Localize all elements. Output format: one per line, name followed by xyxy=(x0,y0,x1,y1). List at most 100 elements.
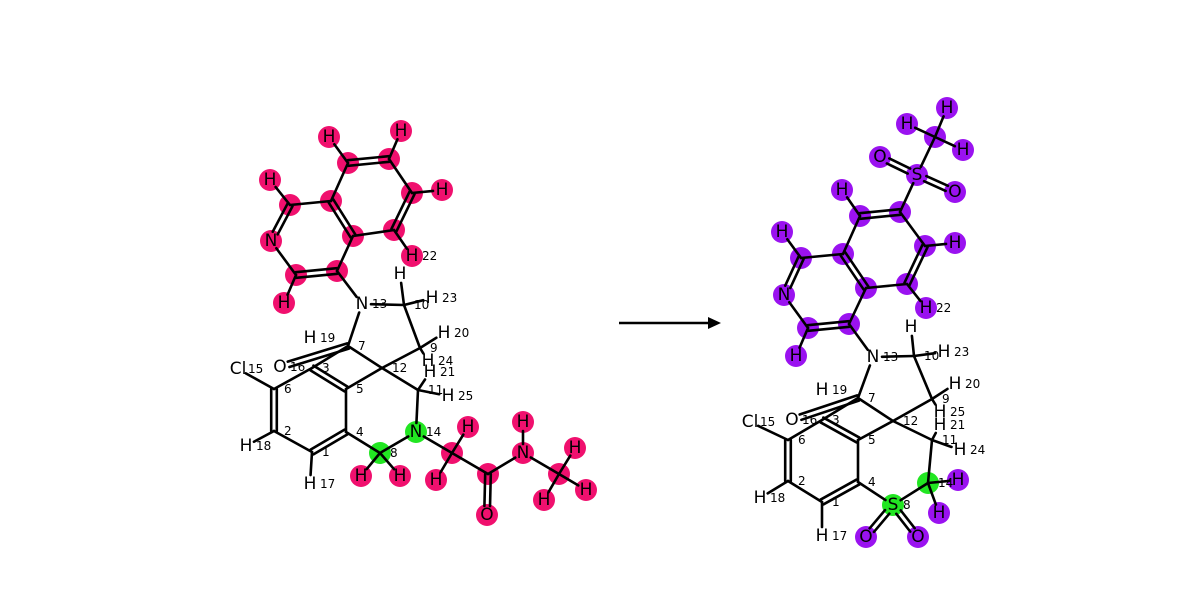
reactant-index-r_c4: 4 xyxy=(356,425,364,439)
product-bond-15 xyxy=(891,419,934,442)
product-bond-12 xyxy=(856,419,895,442)
reactant-index-r_cl15: 15 xyxy=(248,362,263,376)
reactant-bond-41-a xyxy=(294,266,339,274)
reactant-bond-38 xyxy=(557,472,580,487)
reactant-index-r_h21: 21 xyxy=(440,365,455,379)
reactant-bond-0 xyxy=(272,429,314,454)
product-bond-25 xyxy=(899,481,930,502)
reactant-index-r_h22: 22 xyxy=(422,249,437,263)
product-bond-39-b xyxy=(903,243,924,285)
reactant-bond-27 xyxy=(365,451,382,471)
product-index-p_o16: 16 xyxy=(802,413,817,427)
reactant-index-r_c3: 3 xyxy=(322,361,330,375)
product-bond-34-a xyxy=(789,257,805,290)
reactant-bond-28 xyxy=(378,451,396,471)
product-atom-p_h14b: H xyxy=(933,503,946,523)
reactant-bond-39 xyxy=(547,472,561,494)
product-bonds xyxy=(756,115,957,534)
product-bond-38 xyxy=(864,282,909,290)
product-bond-27-a xyxy=(868,508,887,530)
reactant-bond-54 xyxy=(333,142,350,165)
product-bond-47 xyxy=(905,282,922,303)
reactant-bond-57 xyxy=(392,228,409,250)
reaction-arrow xyxy=(619,317,721,329)
reactant-index-r_h23: 23 xyxy=(442,291,457,305)
reactant-bond-25 xyxy=(378,435,410,455)
reactant-highlight-r_hq1 xyxy=(273,292,295,314)
reactant-bond-10-b xyxy=(288,347,351,369)
product-bond-31 xyxy=(847,322,870,352)
product-atom-p_h21: H xyxy=(934,415,947,435)
reactant-atom-r_hm2: H xyxy=(580,480,593,500)
reactant-atom-r_hq1: H xyxy=(278,293,291,313)
reactant-bond-20 xyxy=(402,298,425,307)
reactant-bond-23 xyxy=(416,388,441,396)
reactant-atom-r_h22: H xyxy=(406,246,419,266)
reactant-bond-2 xyxy=(272,366,314,391)
reactant-bond-45-a xyxy=(327,201,352,239)
product-bond-50-b xyxy=(925,174,950,188)
reactant-bond-49 xyxy=(387,157,414,195)
reactant-atom-r_qn: N xyxy=(265,231,278,251)
product-atom-p_ss: S xyxy=(912,165,923,185)
product-bond-39-a xyxy=(908,245,929,287)
product-atom-p_h10a: H xyxy=(905,317,918,337)
product-index-p_c2: 2 xyxy=(798,474,806,488)
product-bond-13 xyxy=(856,396,895,423)
reactant-bond-55 xyxy=(387,137,399,161)
reactant-atom-r_h20: H xyxy=(438,323,451,343)
reactant-bond-22 xyxy=(416,378,427,392)
reactant-bond-3-b xyxy=(312,364,349,388)
product-atom-p_so2: O xyxy=(948,182,961,202)
product-atom-p_h25: H xyxy=(934,402,947,422)
reactant-bond-6 xyxy=(309,450,314,477)
reaction-arrow-head xyxy=(708,317,721,329)
reactant-atom-r_hc2: H xyxy=(430,470,443,490)
product-bond-22 xyxy=(930,431,938,442)
reactant-atom-r_h23: H xyxy=(426,288,439,308)
product-bond-45 xyxy=(845,196,862,218)
reactant-bond-5-b xyxy=(312,433,349,456)
product-bond-7 xyxy=(766,479,790,495)
reactant-atom-r_hm3: H xyxy=(538,490,551,510)
product-bond-32-a xyxy=(806,319,851,327)
reactant-bonds xyxy=(244,137,580,508)
reactant-atom-r_h18: H xyxy=(240,436,253,456)
reactant-index-r_c11: 11 xyxy=(428,383,443,397)
reactant-bond-30 xyxy=(450,433,465,455)
product-index-p_s8: 8 xyxy=(903,498,911,512)
product-index-p_c14: 14 xyxy=(938,476,953,490)
reactant-highlight-r_oamide xyxy=(476,504,498,526)
product-index-p_c3: 3 xyxy=(832,413,840,427)
product-bond-33 xyxy=(787,300,810,330)
reactant-index-r_c12: 12 xyxy=(392,361,407,375)
reactant-index-r_h20: 20 xyxy=(454,326,469,340)
product-highlight-p_hq5 xyxy=(944,232,966,254)
product-bond-10-b xyxy=(800,399,861,422)
product-bond-41-b xyxy=(858,213,902,221)
product-index-p_h20: 20 xyxy=(965,377,980,391)
reactant-highlight-r_namide xyxy=(512,442,534,464)
product-highlight-p_so1 xyxy=(869,146,891,168)
reactant-bond-17 xyxy=(369,302,406,307)
product-bond-37 xyxy=(847,286,868,326)
reactant-bond-21 xyxy=(399,281,406,307)
reactant-bond-15 xyxy=(380,366,420,392)
reactant-atom-r_n14: N xyxy=(410,422,423,442)
reactant-index-r_n14: 14 xyxy=(426,425,441,439)
product-highlight-p_s8 xyxy=(882,494,904,516)
reactant-bond-29 xyxy=(422,435,454,455)
reactant-bond-42 xyxy=(275,246,298,277)
reactant-bond-24 xyxy=(415,388,420,425)
product-atom-p_cl15: Cl xyxy=(742,412,759,432)
reactant-highlight-r_hq5 xyxy=(431,179,453,201)
reactant-highlight-r_h22 xyxy=(401,245,423,267)
product-atom-p_so1: O xyxy=(873,147,886,167)
reactant-bond-34 xyxy=(486,456,517,476)
product-highlight-p_h22 xyxy=(915,297,937,319)
product-bond-20 xyxy=(912,351,937,358)
reactant-bond-19 xyxy=(418,346,425,355)
reactant-atom-r_hm1: H xyxy=(569,438,582,458)
